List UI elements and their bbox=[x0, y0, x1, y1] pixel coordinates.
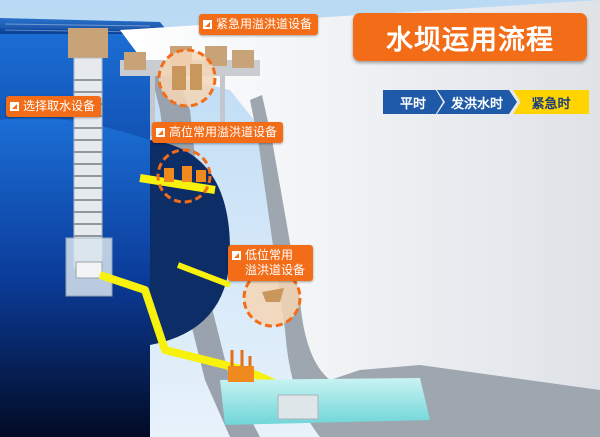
intake-label[interactable]: 选择取水设备 bbox=[6, 96, 101, 117]
tab-flood[interactable]: 发洪水时 bbox=[437, 90, 517, 114]
intake-tower-house bbox=[68, 28, 108, 58]
arrow-icon bbox=[10, 102, 19, 111]
arrow-icon bbox=[156, 128, 165, 137]
power-station bbox=[278, 395, 318, 419]
tab-flood-label: 发洪水时 bbox=[451, 93, 503, 112]
gate-house-4 bbox=[232, 50, 254, 68]
mode-tabs: 平时 发洪水时 紧急时 bbox=[383, 90, 589, 114]
low-spillway-text-line2: 溢洪道设备 bbox=[245, 263, 305, 278]
emergency-spillway-label[interactable]: 紧急用溢洪道设备 bbox=[199, 14, 318, 35]
low-spillway-text-line1: 低位常用 bbox=[245, 248, 305, 263]
intake-text: 选择取水设备 bbox=[23, 99, 95, 114]
tab-normal-label: 平时 bbox=[400, 93, 426, 112]
page-title: 水坝运用流程 bbox=[353, 13, 587, 61]
low-spillway-label[interactable]: 低位常用 溢洪道设备 bbox=[228, 245, 313, 281]
emergency-spillway-text: 紧急用溢洪道设备 bbox=[216, 17, 312, 32]
tab-emergency[interactable]: 紧急时 bbox=[513, 90, 589, 114]
high-spillway-text: 高位常用溢洪道设备 bbox=[169, 125, 277, 140]
arrow-icon bbox=[203, 20, 212, 29]
valve-unit bbox=[228, 366, 254, 382]
gate-house-1 bbox=[124, 52, 146, 70]
high-spillway-label[interactable]: 高位常用溢洪道设备 bbox=[152, 122, 283, 143]
tab-emergency-label: 紧急时 bbox=[531, 93, 570, 112]
emergency-spillway-highlight bbox=[159, 50, 215, 106]
tab-normal[interactable]: 平时 bbox=[383, 90, 443, 114]
downstream-pool bbox=[220, 378, 430, 425]
arrow-icon bbox=[232, 251, 241, 260]
page-title-text: 水坝运用流程 bbox=[386, 18, 554, 57]
